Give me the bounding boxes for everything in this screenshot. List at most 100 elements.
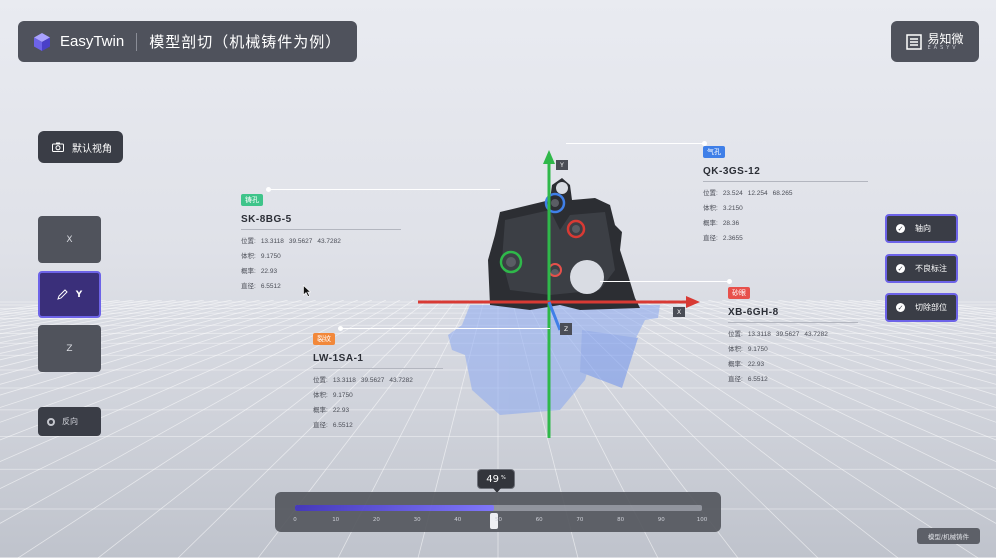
defect-volume: 体积:9.1750 (241, 253, 281, 260)
toggle-defect-label: 不良标注 (915, 264, 947, 273)
radio-icon (47, 417, 55, 426)
leader-dot (266, 187, 271, 192)
leader-line (566, 143, 706, 144)
toggle-cut-part[interactable]: ✓ 切除部位 (885, 293, 958, 322)
defect-diameter: 直径:6.5512 (241, 283, 281, 290)
defect-probability: 概率:22.93 (313, 407, 350, 414)
axis-x-button[interactable]: X (38, 216, 101, 263)
defect-volume: 体积:9.1750 (728, 346, 768, 353)
toggle-defect-marks[interactable]: ✓ 不良标注 (885, 254, 958, 283)
defect-tag: 砂眼 (728, 287, 750, 299)
page-title: 模型剖切（机械铸件为例） (149, 33, 342, 51)
slider-tick-label: 90 (657, 517, 665, 523)
leader-dot (338, 326, 343, 331)
defect-code: XB-6GH-8 (728, 307, 779, 318)
divider (313, 368, 443, 369)
axis-x-arrow (686, 296, 700, 308)
defect-probability: 概率:28.36 (703, 220, 740, 227)
slider-unit: % (500, 474, 506, 481)
axis-z-label: Z (66, 343, 73, 354)
defect-probability: 概率:22.93 (241, 268, 278, 275)
slider-tick-label: 10 (332, 517, 340, 523)
slider-tick-label: 40 (454, 517, 462, 523)
cut-part-ghost (448, 305, 660, 415)
defect-tag: 裂纹 (313, 333, 335, 345)
defect-tag: 铸孔 (241, 194, 263, 206)
slider-tick-label: 100 (696, 517, 708, 523)
check-icon: ✓ (896, 303, 905, 312)
slider-tick-label: 70 (576, 517, 584, 523)
slider-tick-label: 60 (535, 517, 543, 523)
axis-z-button[interactable]: Z (38, 325, 101, 372)
leader-dot (702, 141, 707, 146)
axis-x-label: X (66, 234, 73, 245)
defect-marker-red (566, 219, 586, 239)
slider-track[interactable] (295, 505, 702, 529)
defect-marker-green (499, 250, 523, 274)
leader-dot (727, 279, 732, 284)
brand-name-cn: 易知微 (927, 31, 964, 46)
defect-code: QK-3GS-12 (703, 166, 761, 177)
defect-diameter: 直径:6.5512 (728, 376, 768, 383)
check-icon: ✓ (896, 264, 905, 273)
reverse-toggle[interactable]: 反向 (38, 407, 101, 436)
default-view-label: 默认视角 (72, 143, 112, 155)
defect-volume: 体积:9.1750 (313, 392, 353, 399)
axis-z-line (547, 301, 562, 331)
default-view-button[interactable]: 默认视角 (38, 131, 123, 163)
axis-y-badge: Y (556, 160, 568, 170)
casting-body (488, 178, 640, 310)
slider-tick-label: 50 (495, 517, 502, 523)
defect-tag: 气孔 (703, 146, 725, 158)
axis-y-arrow (543, 150, 555, 164)
slider-tick-label: 30 (413, 517, 421, 523)
divider (241, 229, 401, 230)
axis-y-label: Y (75, 289, 83, 300)
slider-tick-label: 20 (372, 517, 380, 523)
defect-code: SK-8BG-5 (241, 214, 292, 225)
slider-handle[interactable] (490, 513, 499, 529)
divider (703, 181, 868, 182)
title-bar: EasyTwin 模型剖切（机械铸件为例） (18, 21, 357, 62)
leader-line (342, 328, 550, 329)
defect-marker-blue (544, 192, 566, 214)
defect-probability: 概率:22.93 (728, 361, 765, 368)
app-name: EasyTwin (60, 33, 125, 50)
model-name-tag: 模型/机械铸件 (917, 528, 980, 544)
toggle-axis[interactable]: ✓ 轴向 (885, 214, 958, 243)
axis-x-badge: X (673, 307, 685, 317)
pen-icon (56, 289, 68, 300)
leader-line (270, 189, 500, 190)
toggle-cut-label: 切除部位 (915, 303, 947, 312)
defect-code: LW-1SA-1 (313, 353, 364, 364)
camera-icon (52, 142, 64, 152)
casting-model[interactable] (410, 140, 710, 450)
defect-diameter: 直径:2.3655 (703, 235, 743, 242)
axis-y-button[interactable]: Y (38, 271, 101, 318)
cube-logo-icon (34, 32, 50, 51)
slider-value-bubble: 49% (477, 469, 515, 493)
slider-fill (295, 505, 495, 511)
defect-volume: 体积:3.2150 (703, 205, 743, 212)
toggle-axis-label: 轴向 (915, 224, 931, 233)
mouse-cursor-icon (303, 285, 311, 297)
axis-z-badge: Z (560, 323, 572, 335)
divider (728, 322, 858, 323)
brand-logo: 易知微 EASYV (891, 21, 979, 62)
title-divider (136, 32, 138, 51)
leader-line (600, 281, 730, 282)
slider-tick-label: 0 (293, 517, 297, 523)
reverse-label: 反向 (62, 417, 78, 426)
defect-diameter: 直径:6.5512 (313, 422, 353, 429)
slider-value: 49 (486, 473, 499, 485)
